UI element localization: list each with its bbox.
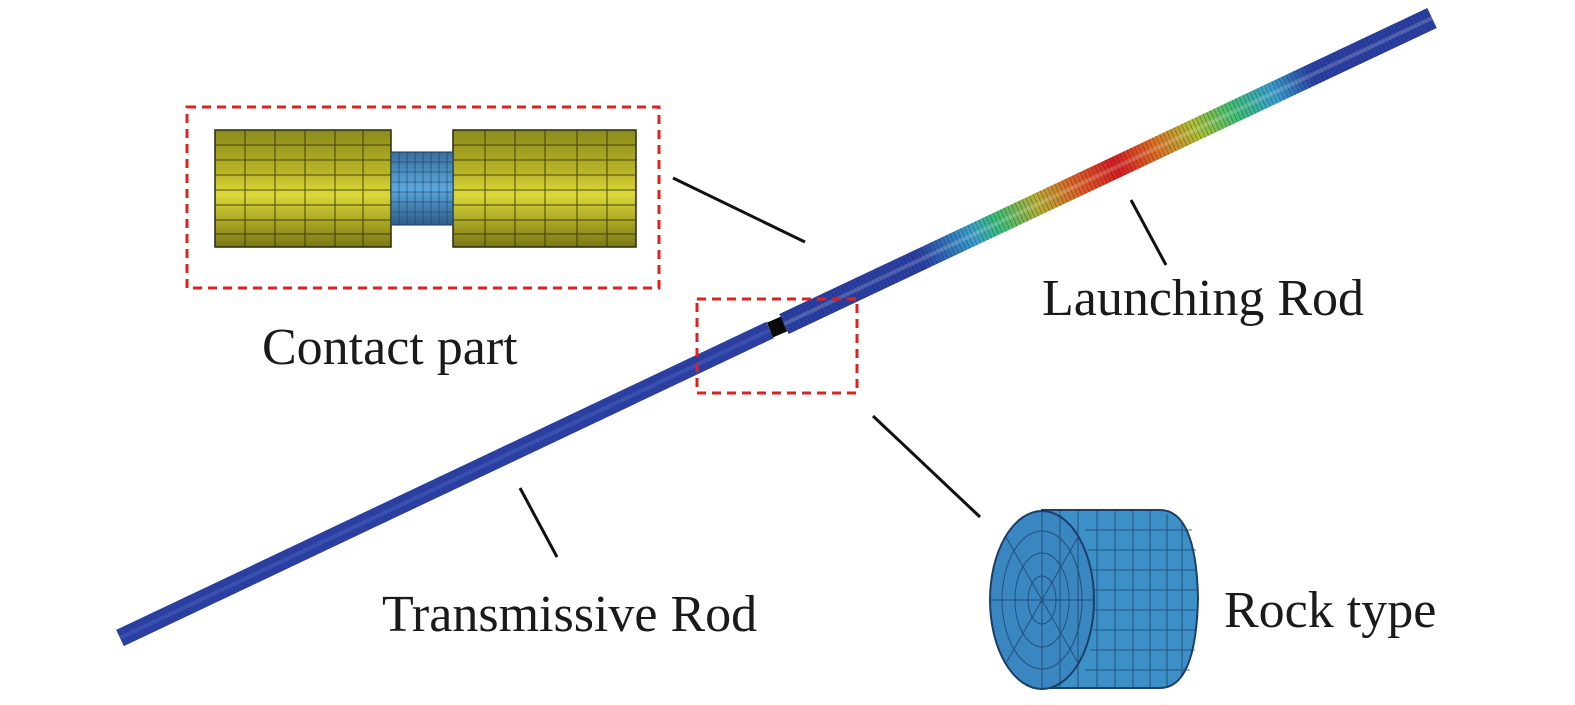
launching-rod-label: Launching Rod [1042, 270, 1364, 327]
transmissive-rod-leader [518, 487, 559, 558]
joint-highlight-box [695, 297, 859, 395]
contact-part-label: Contact part [262, 319, 518, 376]
transmissive-rod-label: Transmissive Rod [382, 586, 757, 643]
inset-highlight-box [185, 105, 661, 290]
left-yellow-cylinder [214, 129, 392, 248]
neck-mesh-lines [391, 152, 453, 225]
rod-contact-joint [766, 316, 788, 338]
contact-part-inset [185, 105, 661, 290]
launching-rod [779, 8, 1437, 334]
contact-part-leader [672, 176, 806, 244]
launching-rod-leader [1129, 199, 1168, 266]
leader-lines [518, 176, 1168, 558]
inset-mesh-lines [215, 130, 636, 247]
blue-neck-specimen [390, 151, 454, 226]
transmissive-rod [116, 321, 774, 647]
rock-specimen [989, 509, 1200, 690]
rock-type-label: Rock type [1224, 582, 1436, 639]
rock-type-leader [871, 414, 982, 519]
